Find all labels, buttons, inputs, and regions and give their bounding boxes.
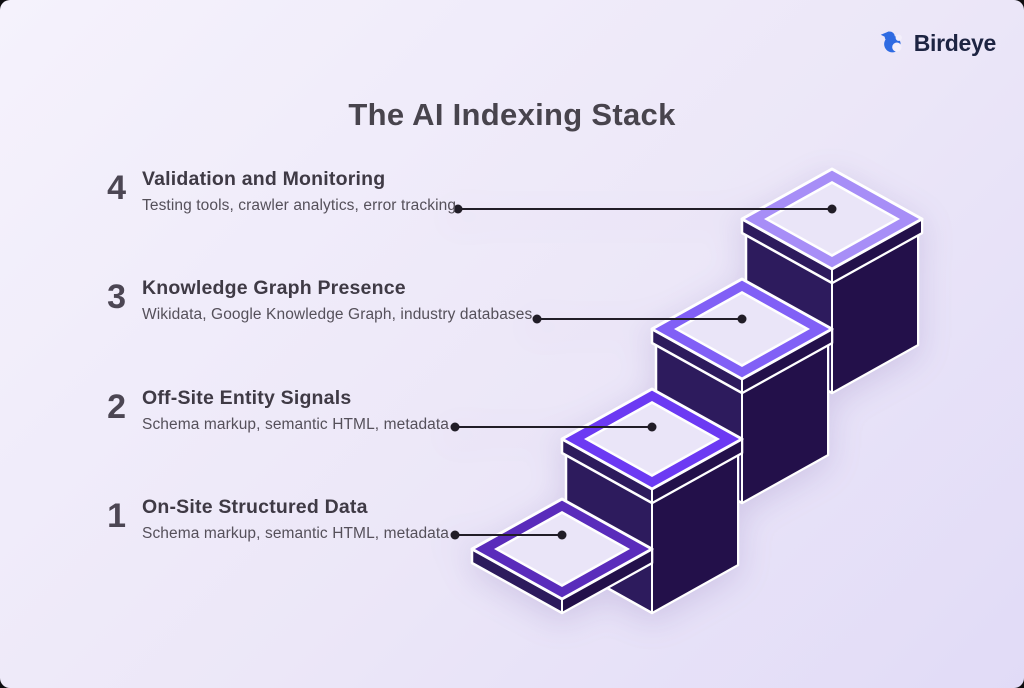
- birdeye-bird-icon: [880, 31, 902, 53]
- page-title: The AI Indexing Stack: [348, 96, 676, 132]
- step-description: Schema markup, semantic HTML, metadata: [142, 525, 450, 542]
- step-item-4: 4 Validation and Monitoring Testing tool…: [96, 168, 456, 215]
- step-3-tread-face: [679, 294, 805, 364]
- brand-name: Birdeye: [913, 29, 997, 56]
- connector-step-2: [450, 422, 657, 432]
- step-number: 4: [107, 169, 126, 207]
- step-1-shape: [470, 497, 654, 615]
- step-2-shape: [560, 387, 744, 615]
- step-description: Schema markup, semantic HTML, metadata: [142, 416, 450, 433]
- step-number: 2: [107, 388, 126, 426]
- step-title: Validation and Monitoring: [142, 168, 386, 190]
- connector-step-4: [453, 204, 837, 214]
- brand-logo: Birdeye: [877, 28, 996, 58]
- step-number: 3: [107, 278, 126, 316]
- step-2-tread-face: [589, 404, 715, 474]
- step-item-2: 2 Off-Site Entity Signals Schema markup,…: [96, 387, 449, 434]
- step-description: Testing tools, crawler analytics, error …: [142, 197, 457, 214]
- connector-step-1: [450, 530, 567, 540]
- connector-lines: [450, 204, 837, 540]
- step-item-1: 1 On-Site Structured Data Schema markup,…: [96, 496, 449, 543]
- step-description: Wikidata, Google Knowledge Graph, indust…: [142, 306, 533, 323]
- step-4-tread-face: [769, 184, 895, 254]
- step-number: 1: [107, 497, 126, 535]
- step-1-tread-face: [499, 514, 625, 584]
- step-title: Off-Site Entity Signals: [142, 387, 352, 409]
- step-item-3: 3 Knowledge Graph Presence Wikidata, Goo…: [96, 277, 532, 324]
- step-title: On-Site Structured Data: [142, 496, 368, 518]
- connector-step-3: [532, 314, 747, 324]
- step-title: Knowledge Graph Presence: [142, 277, 406, 299]
